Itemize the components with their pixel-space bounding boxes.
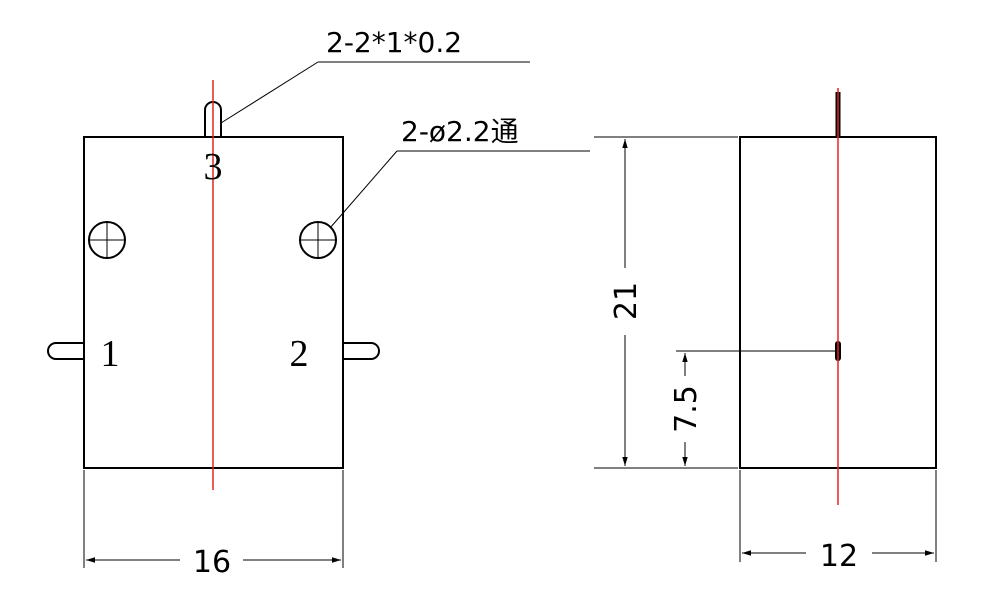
pin-offset-dimension: 7.5: [669, 350, 836, 466]
pin-offset-dimension-label: 7.5: [669, 385, 704, 433]
pin-spec-callout: 2-2*1*0.2: [220, 26, 530, 124]
mounting-hole-right: [299, 221, 337, 259]
pin-1-label: 1: [101, 333, 120, 375]
hole-spec-text: 2-ø2.2通: [401, 115, 519, 148]
pin-3-label: 3: [204, 146, 223, 188]
depth-dimension: 12: [739, 470, 937, 574]
height-dimension-label: 21: [609, 282, 644, 320]
side-view: 21 7.5 12: [594, 88, 937, 574]
hole-spec-callout: 2-ø2.2通: [329, 115, 590, 229]
pin-1-lead: [47, 342, 84, 360]
mounting-hole-left: [88, 221, 126, 259]
depth-dimension-label: 12: [820, 539, 858, 574]
width-dimension-label: 16: [193, 545, 231, 580]
width-dimension: 16: [83, 470, 344, 580]
pin-2-lead: [343, 342, 380, 360]
front-view: 3 1 2 16: [47, 80, 380, 580]
pin-2-label: 2: [290, 333, 309, 375]
height-dimension: 21: [594, 136, 738, 469]
pin-spec-text: 2-2*1*0.2: [326, 26, 462, 59]
